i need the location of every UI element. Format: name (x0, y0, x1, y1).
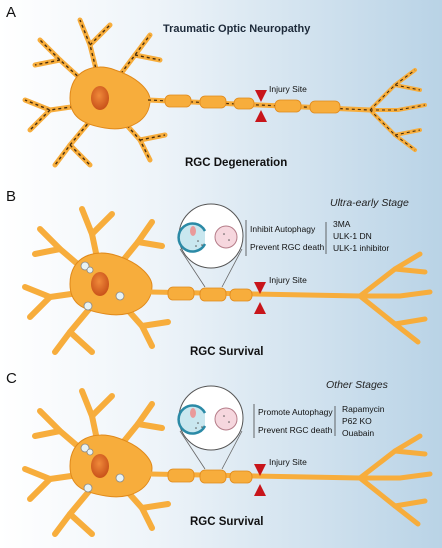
zoom-callout (179, 430, 243, 470)
autophagosome (177, 222, 207, 253)
injury-site-label: Injury Site (269, 84, 307, 94)
panel-letter: C (6, 370, 17, 387)
treatment-label: P62 KO (342, 416, 372, 426)
panel-c: C Other Stages Promote Autophagy Prevent… (0, 366, 442, 548)
effect-label: Prevent RGC death (250, 242, 325, 252)
treatment-label: 3MA (333, 219, 351, 229)
outcome-label: RGC Survival (190, 346, 264, 358)
outcome-label: RGC Degeneration (185, 157, 288, 169)
myelin-segments (167, 286, 253, 302)
outcome-label: RGC Survival (190, 516, 264, 528)
treatment-label: ULK-1 inhibitor (333, 243, 390, 253)
panel-title: Traumatic Optic Neuropathy (163, 23, 311, 35)
healthy-terminals (357, 251, 433, 345)
lysosome (214, 225, 238, 249)
autophagosome (177, 404, 207, 435)
panel-b: B Ultra-early Stage Inhibit Autophagy Pr… (0, 184, 442, 366)
stage-label: Ultra-early Stage (330, 197, 409, 209)
injury-marker-top (255, 90, 267, 102)
panel-letter: B (6, 188, 17, 205)
nucleus (91, 272, 109, 296)
injury-marker-bottom (254, 302, 266, 314)
panel-a-illustration (0, 0, 442, 184)
injury-site-label: Injury Site (269, 457, 307, 467)
effect-label: Prevent RGC death (258, 425, 333, 435)
injury-marker-top (254, 464, 266, 476)
myelin-segments (167, 468, 253, 484)
panel-a: A Traumatic Optic Neuropathy Injury Site… (0, 0, 442, 184)
injury-marker-top (254, 282, 266, 294)
injury-site-label: Injury Site (269, 275, 307, 285)
healthy-dendrites (22, 206, 171, 355)
injury-marker-bottom (254, 484, 266, 496)
panel-b-illustration (0, 184, 442, 366)
stage-label: Other Stages (326, 379, 388, 391)
healthy-terminals (357, 433, 433, 527)
effect-label: Inhibit Autophagy (250, 224, 316, 234)
treatment-label: ULK-1 DN (333, 231, 372, 241)
injury-marker-bottom (255, 110, 267, 122)
effect-label: Promote Autophagy (258, 407, 333, 417)
treatment-label: Ouabain (342, 428, 375, 438)
panel-letter: A (6, 4, 17, 21)
treatment-label: Rapamycin (342, 404, 385, 414)
nucleus (91, 454, 109, 478)
zoom-callout (179, 248, 243, 288)
myelin-segments (164, 94, 341, 114)
lysosome (214, 407, 238, 431)
panel-c-illustration (0, 366, 442, 548)
nucleus (91, 86, 109, 110)
